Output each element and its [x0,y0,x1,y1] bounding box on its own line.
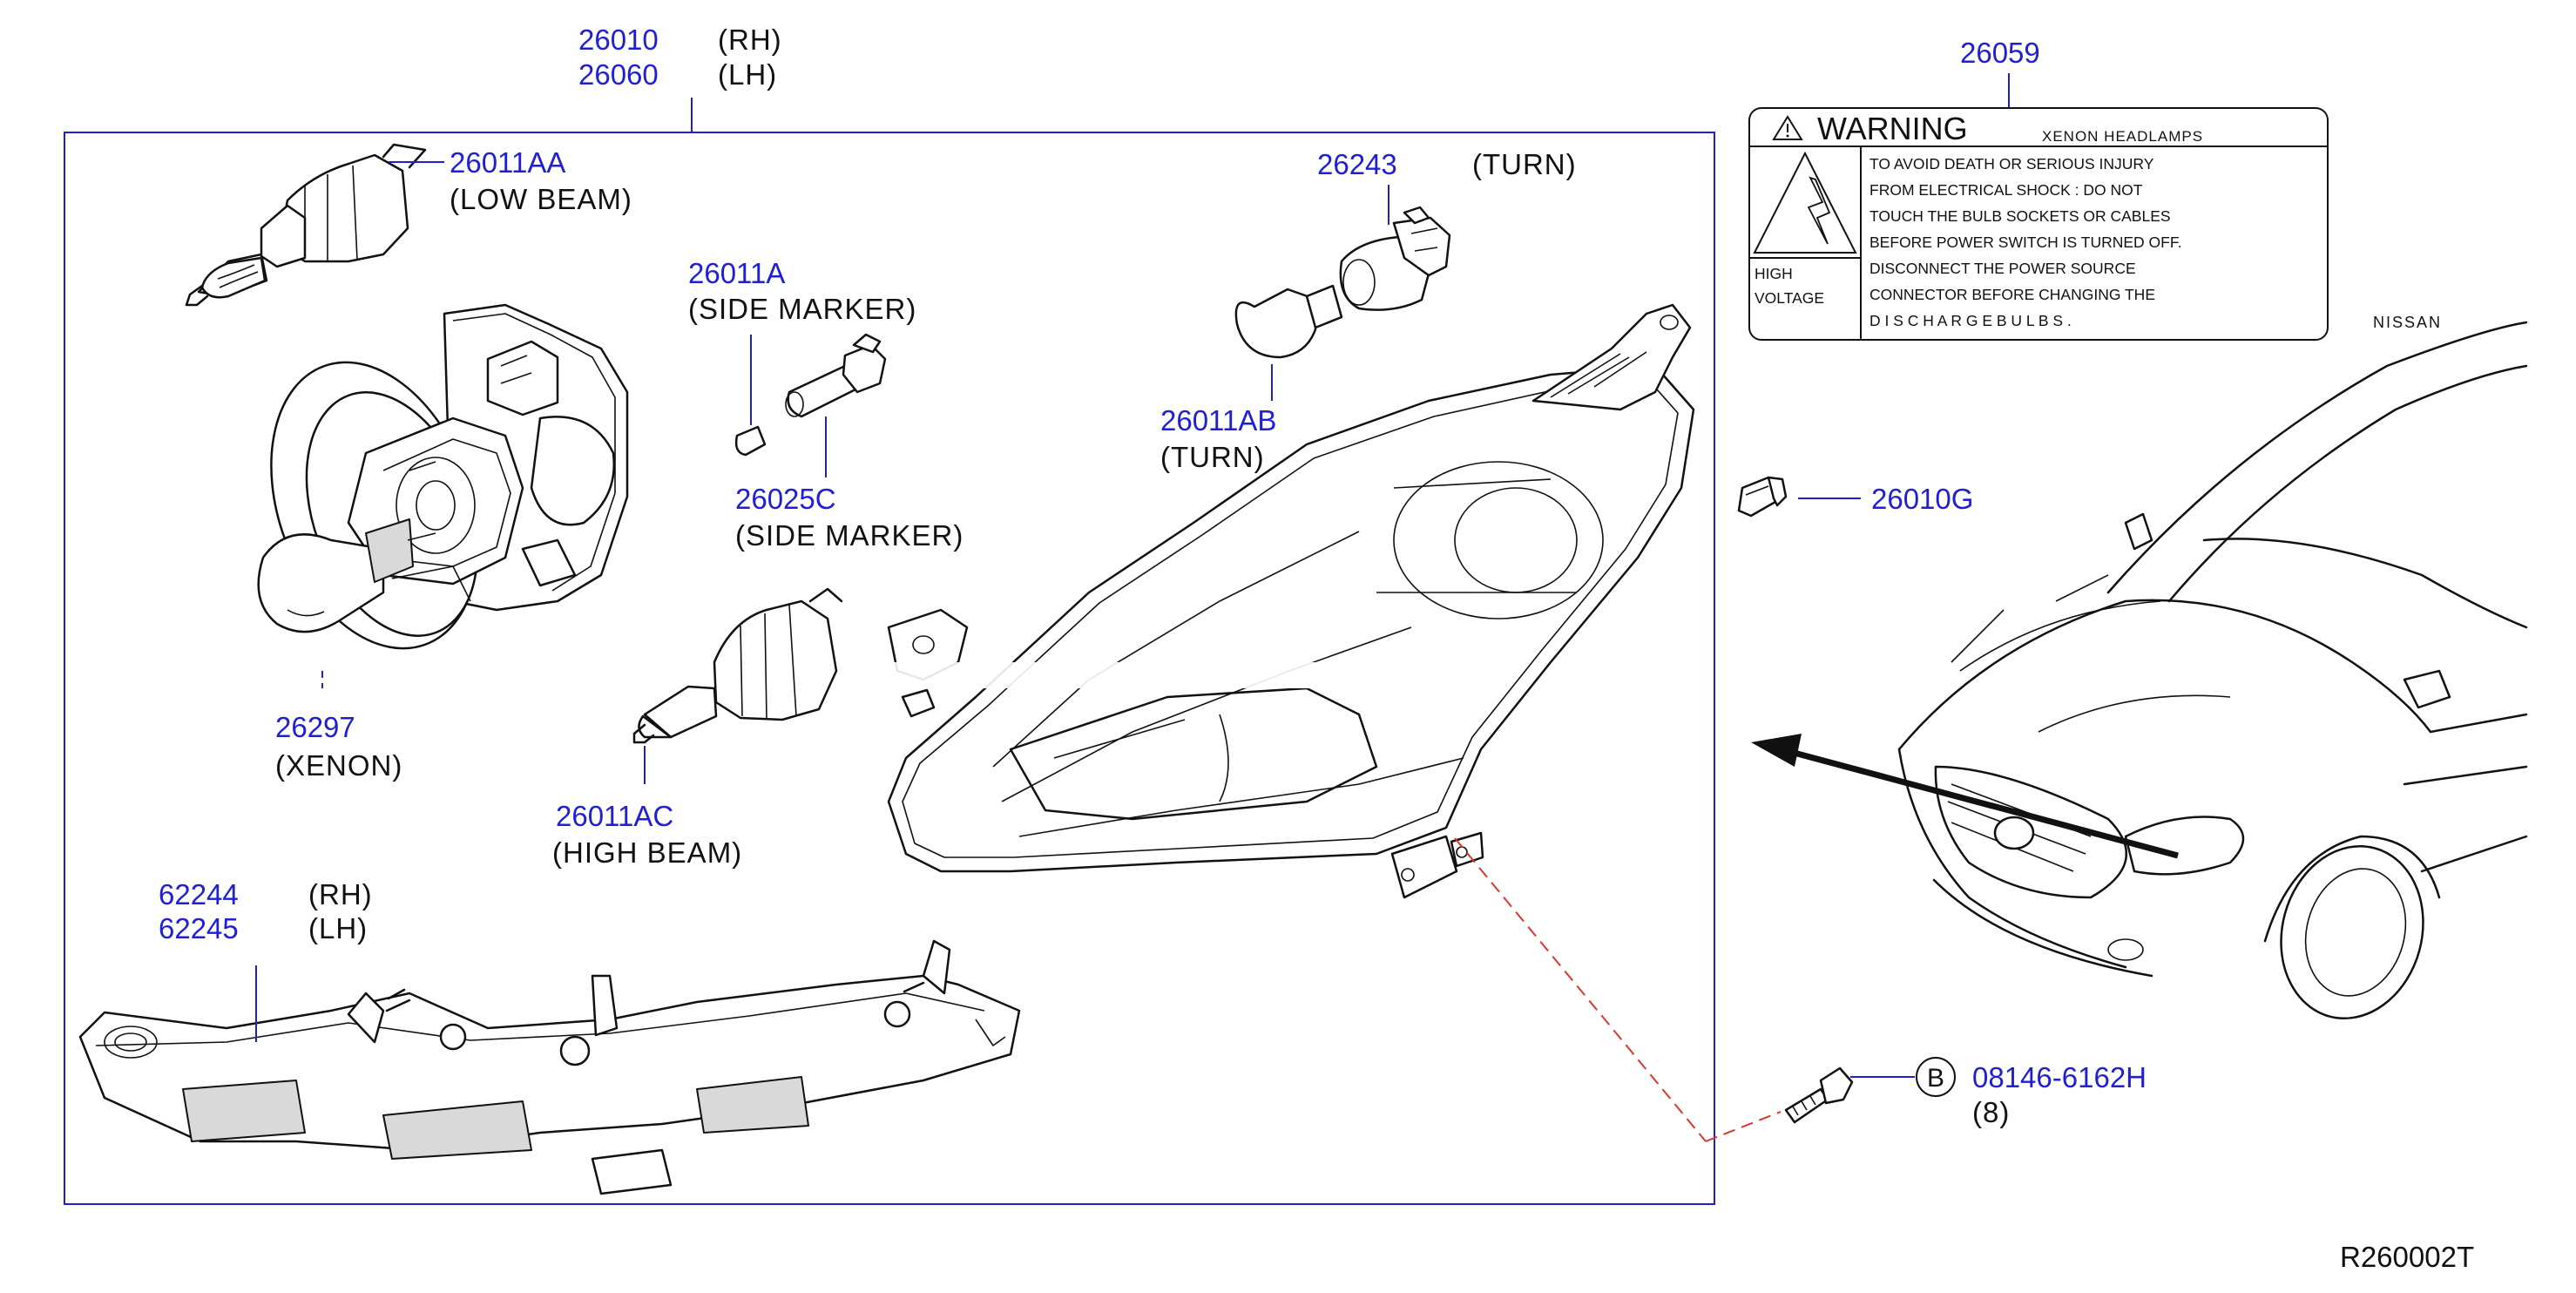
high-voltage-line1: HIGH [1755,265,1793,282]
side-marker-socket-label: (SIDE MARKER) [735,519,963,552]
warning-line: DISCONNECT THE POWER SOURCE [1869,260,2136,277]
low-beam-bulb-illustration [185,143,444,307]
part-number-26011AC[interactable]: 26011AC [556,800,673,832]
side-marker-bulb-label: (SIDE MARKER) [688,293,916,325]
bracket-lh-label: (LH) [308,912,368,944]
warning-line: CONNECTOR BEFORE CHANGING THE [1869,286,2155,303]
part-number-26010: 26010 [578,24,659,56]
part-number-26011AB[interactable]: 26011AB [1160,404,1276,437]
part-number-62244[interactable]: 62244 [159,878,239,911]
bolt-marker-letter: B [1927,1064,1944,1093]
part-number-08146-6162H[interactable]: 08146-6162H [1972,1061,2147,1093]
part-number-26025C[interactable]: 26025C [735,483,836,515]
part-number-26059[interactable]: 26059 [1960,37,2040,69]
part-number-26010G[interactable]: 26010G [1871,483,1973,515]
part-number-26243[interactable]: 26243 [1317,148,1397,180]
warning-subtitle: XENON HEADLAMPS [2042,128,2203,145]
turn-socket-label: (TURN) [1472,148,1577,180]
xenon-label: (XENON) [275,749,402,782]
headlamp-assembly-callout[interactable]: 26010 (RH) 26060 (LH) [578,24,782,91]
high-voltage-line2: VOLTAGE [1755,289,1824,307]
xenon-bulb-housing-illustration [257,303,629,650]
bolt-illustration [1784,1066,1854,1124]
bolt-quantity: (8) [1972,1096,2010,1128]
warning-line: BEFORE POWER SWITCH IS TURNED OFF. [1869,234,2181,251]
warning-triangle-icon [1772,115,1803,140]
vehicle-illustration: NISSAN [1751,314,2528,1020]
warning-line: TO AVOID DEATH OR SERIOUS INJURY [1869,155,2154,173]
headlamp-housing-illustration [854,303,1695,899]
diagram-id: R260002T [2340,1241,2474,1273]
part-number-26060: 26060 [578,58,659,91]
connector-dash-line [1705,1111,1782,1142]
side-rh-label: (RH) [718,24,782,56]
brand-label: NISSAN [2373,314,2442,331]
high-beam-bulb-illustration [632,587,843,784]
part-number-26011A[interactable]: 26011A [688,257,785,289]
assembly-frame [64,98,1715,1205]
high-beam-label: (HIGH BEAM) [552,836,742,869]
warning-line: FROM ELECTRICAL SHOCK : DO NOT [1869,181,2143,199]
side-marker-bulb-socket-illustration [734,333,887,477]
mounting-bracket-illustration [78,939,1021,1195]
warning-line: D I S C H A R G E B U L B S . [1869,312,2072,329]
high-voltage-icon [1753,151,1857,254]
clip-illustration [1737,476,1788,518]
part-number-62245[interactable]: 62245 [159,912,239,944]
part-number-26297[interactable]: 26297 [275,711,355,743]
turn-bulb-label: (TURN) [1160,441,1265,473]
connector-dash-line [1454,837,1707,1142]
side-lh-label: (LH) [718,58,777,91]
warning-label: WARNING XENON HEADLAMPS HIGH VOLTAGE TO … [1748,107,2329,341]
bolt-marker-b[interactable]: B [1916,1057,1956,1097]
part-number-26011AA[interactable]: 26011AA [450,146,565,179]
low-beam-label: (LOW BEAM) [450,183,632,215]
warning-line: TOUCH THE BULB SOCKETS OR CABLES [1869,207,2171,225]
bracket-rh-label: (RH) [308,878,373,911]
turn-bulb-socket-illustration [1234,185,1451,401]
warning-title: WARNING [1817,111,1968,146]
